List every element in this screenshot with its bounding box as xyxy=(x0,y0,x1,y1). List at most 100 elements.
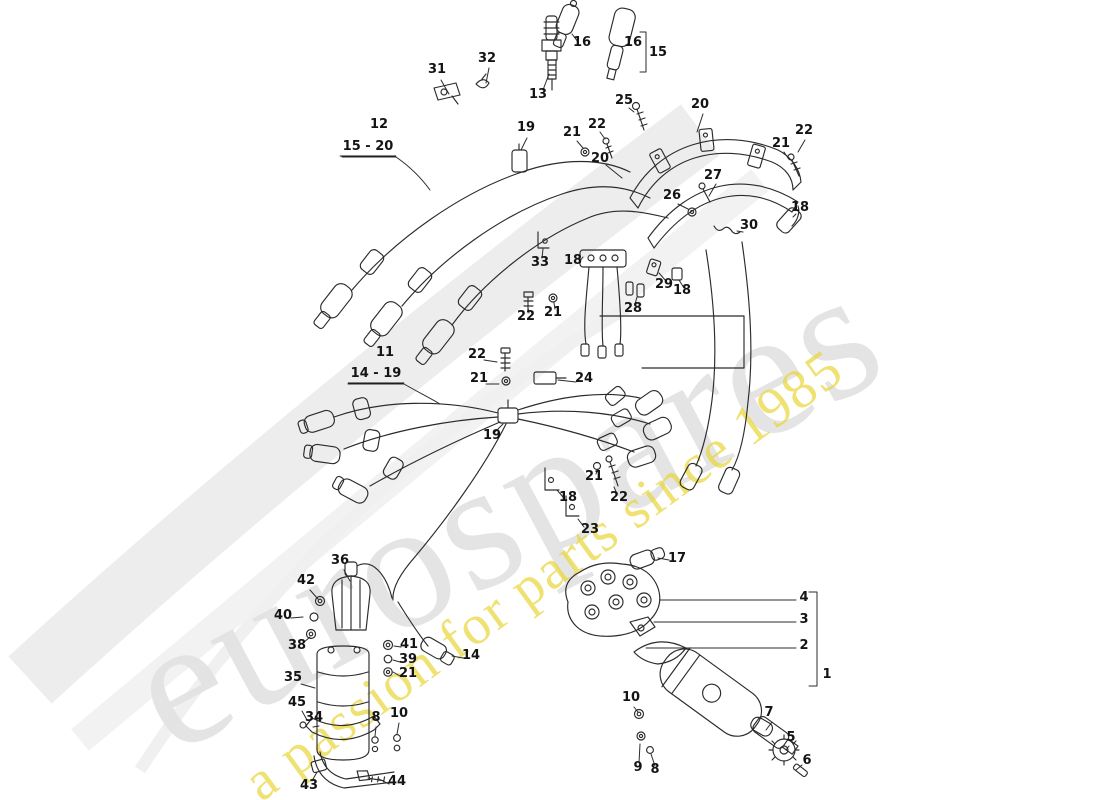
part-callout-33: 33 xyxy=(531,255,549,270)
part-callout-2: 2 xyxy=(799,638,808,653)
part-callout-22: 22 xyxy=(588,117,606,132)
washer-21-top xyxy=(580,147,590,157)
distributor-body-1 xyxy=(659,647,799,755)
washer-21-lower-left xyxy=(548,293,558,303)
middle-harness-11 xyxy=(297,347,672,601)
rotor-3 xyxy=(629,616,656,637)
ignition-parts-drawing xyxy=(297,0,808,789)
part-callout-14: 14 xyxy=(462,648,480,663)
part-callout-10: 10 xyxy=(390,706,408,721)
mounting-strap-43-44 xyxy=(310,751,395,789)
part-callout-41: 41 xyxy=(400,637,418,652)
wire-ends-28 xyxy=(625,281,645,298)
plug-connector-16-left xyxy=(552,0,580,49)
bracket-31 xyxy=(433,82,461,105)
part-callout-18: 18 xyxy=(564,253,582,268)
clip-18-upper xyxy=(671,267,683,281)
part-callout-1: 1 xyxy=(822,667,831,682)
part-callout-22: 22 xyxy=(468,347,486,362)
part-callout-30: 30 xyxy=(740,218,758,233)
part-callout-18: 18 xyxy=(791,200,809,215)
part-callout-35: 35 xyxy=(284,670,302,685)
part-callout-39: 39 xyxy=(399,652,417,667)
part-callout-18: 18 xyxy=(559,490,577,505)
part-callout-11: 11 xyxy=(376,345,394,360)
callout-leader-lines xyxy=(290,31,818,785)
part-callout-18: 18 xyxy=(673,283,691,298)
part-callout-16: 16 xyxy=(624,35,642,50)
bolt-27 xyxy=(698,182,711,203)
part-callout-42: 42 xyxy=(297,573,315,588)
part-callout-6: 6 xyxy=(802,753,811,768)
part-callout-22: 22 xyxy=(517,309,535,324)
part-callout-23: 23 xyxy=(581,522,599,537)
part-callout-13: 13 xyxy=(529,87,547,102)
part-callout-31: 31 xyxy=(428,62,446,77)
part-callout-20: 20 xyxy=(591,151,609,166)
part-callout-21: 21 xyxy=(399,666,417,681)
spark-plug-13 xyxy=(541,15,562,91)
drive-gear-5 xyxy=(768,734,800,766)
roll-pin-6 xyxy=(792,763,808,778)
part-callout-28: 28 xyxy=(624,301,642,316)
hardware-9-10-8 xyxy=(633,708,654,754)
part-callout-15: 15 xyxy=(649,45,667,60)
coil-wire xyxy=(397,601,429,647)
coil-hardware-right xyxy=(382,639,394,677)
part-callout-22: 22 xyxy=(795,123,813,138)
screw-22-right-top xyxy=(787,153,801,177)
part-callout-8: 8 xyxy=(650,762,659,777)
part-callout-34: 34 xyxy=(305,710,323,725)
part-callout-20: 20 xyxy=(691,97,709,112)
part-callout-24: 24 xyxy=(575,371,593,386)
part-callout-16: 16 xyxy=(573,35,591,50)
wire-group-bracket xyxy=(599,315,745,369)
elbow-connector-14 xyxy=(420,636,455,666)
part-callout-21: 21 xyxy=(772,136,790,151)
part-callout-4: 4 xyxy=(799,590,808,605)
part-callout-19: 19 xyxy=(517,120,535,135)
part-callout-21: 21 xyxy=(585,469,603,484)
spring-30 xyxy=(713,225,741,235)
part-callout-5: 5 xyxy=(786,730,795,745)
coil-hardware-left xyxy=(305,595,326,640)
upper-harness-12 xyxy=(313,143,669,366)
part-callout-7: 7 xyxy=(764,705,773,720)
clip-32 xyxy=(475,73,490,89)
part-callout-9: 9 xyxy=(633,760,642,775)
part-callout-25: 25 xyxy=(615,93,633,108)
part-callout-17: 17 xyxy=(668,551,686,566)
part-callout-3: 3 xyxy=(799,612,808,627)
part-callout-22: 22 xyxy=(610,490,628,505)
washer-26 xyxy=(687,207,697,217)
part-callout-8: 8 xyxy=(371,710,380,725)
part-callout-14-19: 14 - 19 xyxy=(351,366,402,381)
connector-17 xyxy=(629,547,666,570)
part-callout-12: 12 xyxy=(370,117,388,132)
part-callout-21: 21 xyxy=(563,125,581,140)
part-callout-21: 21 xyxy=(544,305,562,320)
part-callout-45: 45 xyxy=(288,695,306,710)
washers-8-10-coil xyxy=(371,734,401,753)
part-callout-32: 32 xyxy=(478,51,496,66)
part-callout-15-20: 15 - 20 xyxy=(343,139,394,154)
coil-clamp-34 xyxy=(299,715,381,741)
tab-29 xyxy=(646,258,662,277)
clamp-block-18 xyxy=(579,249,627,359)
part-callout-29: 29 xyxy=(655,277,673,292)
part-callout-26: 26 xyxy=(663,188,681,203)
dust-cover-2 xyxy=(633,641,687,665)
coil-cap-36 xyxy=(331,561,393,631)
part-callout-44: 44 xyxy=(388,774,406,789)
part-callout-19: 19 xyxy=(483,428,501,443)
part-callout-38: 38 xyxy=(288,638,306,653)
distributor-cap-4 xyxy=(565,562,661,637)
screw-22-top xyxy=(602,137,614,159)
part-callout-27: 27 xyxy=(704,168,722,183)
part-callout-21: 21 xyxy=(470,371,488,386)
plug-connector-16-right xyxy=(606,7,636,81)
part-callout-36: 36 xyxy=(331,553,349,568)
vacuum-pod-7 xyxy=(750,716,774,737)
